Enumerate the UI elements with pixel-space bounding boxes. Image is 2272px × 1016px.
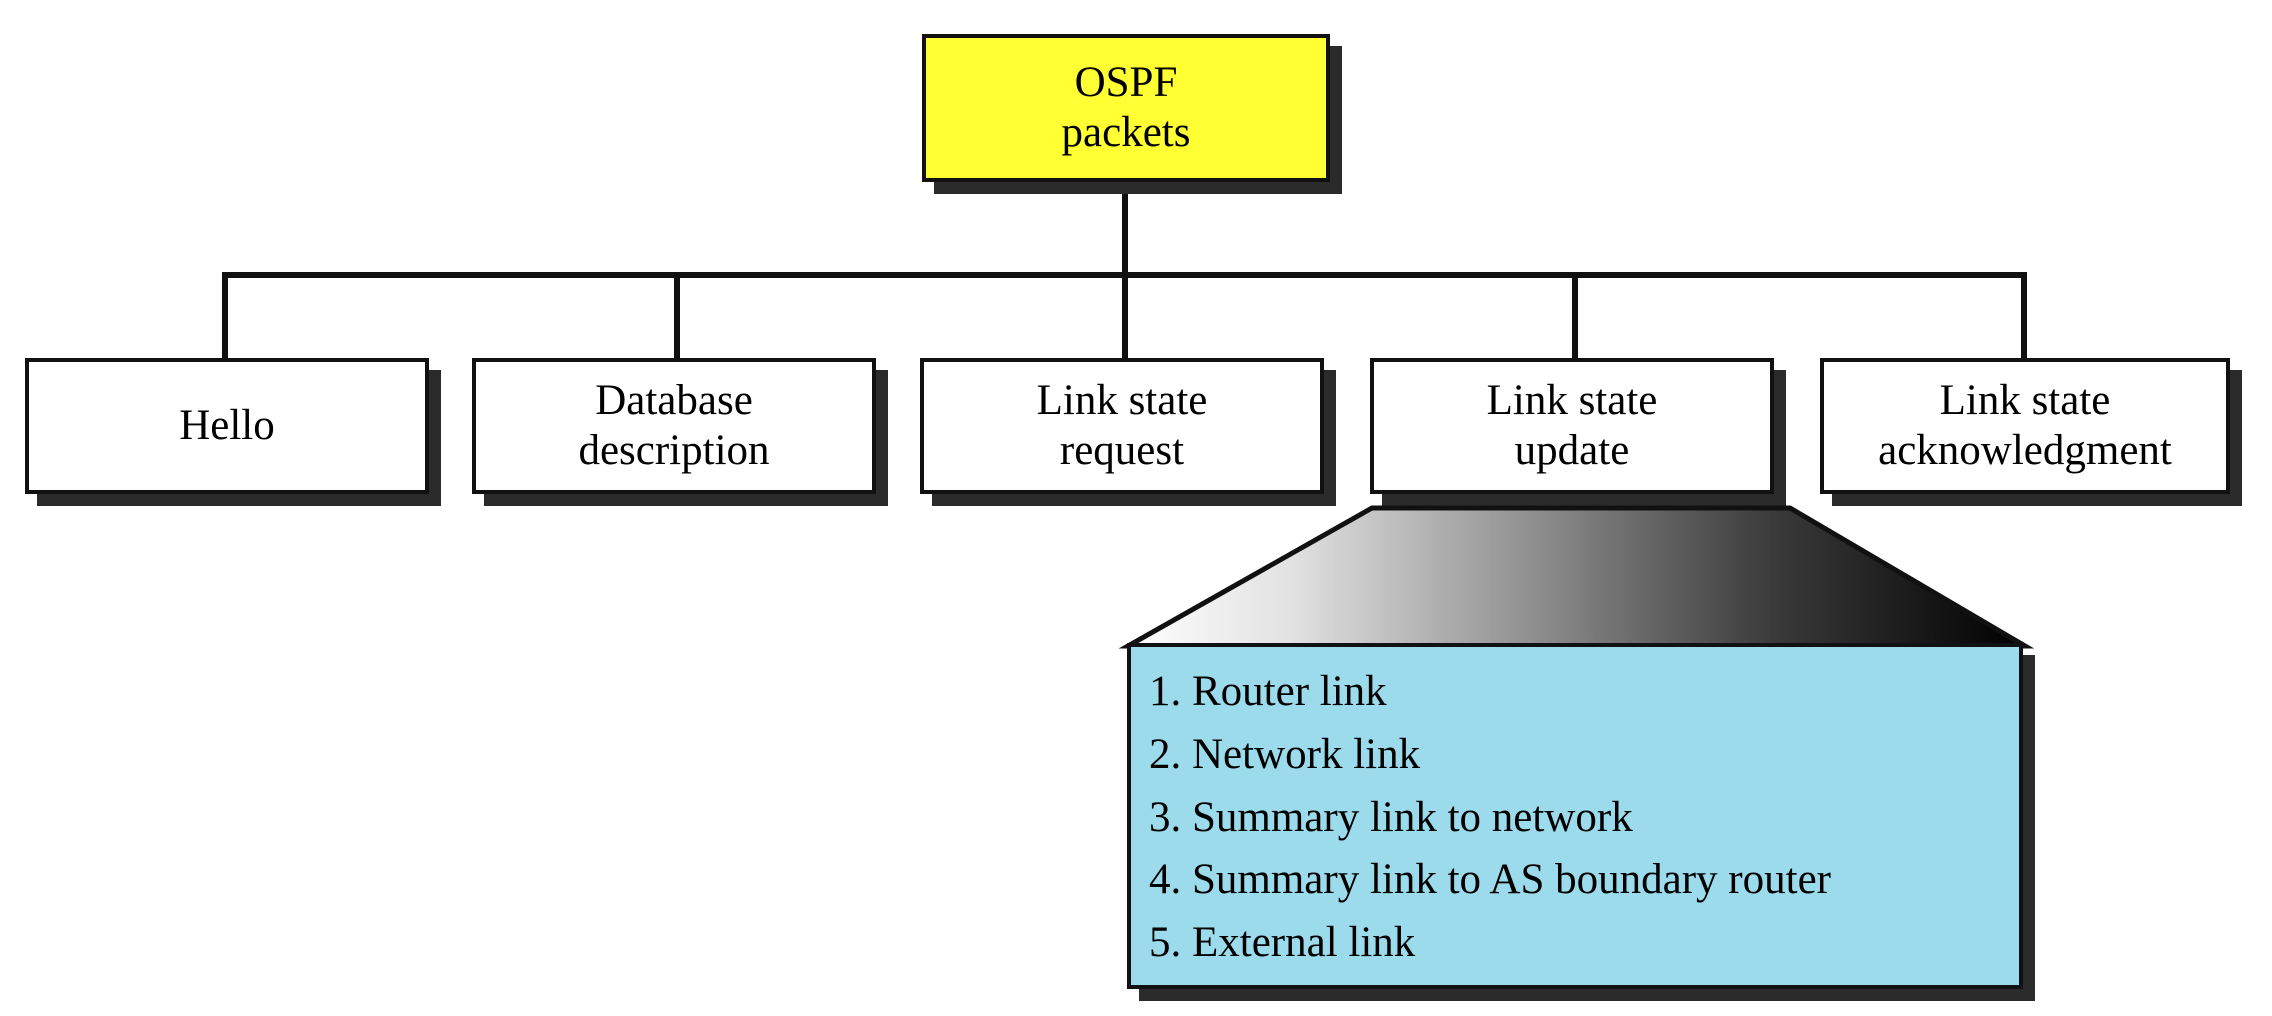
list-item: 2. Network link — [1149, 730, 1421, 778]
list-item: 5. External link — [1149, 919, 1416, 967]
node-ospf-packets-label: OSPF packets — [1061, 59, 1191, 156]
connector-drop-database-description — [674, 272, 680, 360]
connector-root-stem — [1122, 182, 1128, 278]
node-link-state-request-label: Link state request — [1036, 377, 1208, 474]
connector-drop-link-state-acknowledgment — [2021, 272, 2027, 360]
list-item: 4. Summary link to AS boundary router — [1149, 856, 1831, 904]
node-hello-label: Hello — [179, 402, 275, 450]
node-link-state-request[interactable]: Link state request — [920, 358, 1324, 494]
node-database-description-label: Database description — [578, 377, 770, 474]
node-link-state-acknowledgment[interactable]: Link state acknowledgment — [1820, 358, 2230, 494]
node-ospf-packets[interactable]: OSPF packets — [922, 34, 1330, 182]
connector-drop-hello — [222, 272, 228, 360]
connector-drop-link-state-request — [1122, 272, 1128, 360]
node-database-description[interactable]: Database description — [472, 358, 876, 494]
node-link-state-update[interactable]: Link state update — [1370, 358, 1774, 494]
node-hello[interactable]: Hello — [25, 358, 429, 494]
node-link-state-acknowledgment-label: Link state acknowledgment — [1878, 377, 2172, 474]
callout-wedge-icon — [1118, 505, 2035, 649]
callout-box-lsa-types[interactable]: 1. Router link 2. Network link 3. Summar… — [1127, 643, 2023, 989]
connector-drop-link-state-update — [1572, 272, 1578, 360]
list-item: 3. Summary link to network — [1149, 793, 1633, 841]
list-item: 1. Router link — [1149, 668, 1387, 715]
node-link-state-update-label: Link state update — [1486, 377, 1658, 474]
